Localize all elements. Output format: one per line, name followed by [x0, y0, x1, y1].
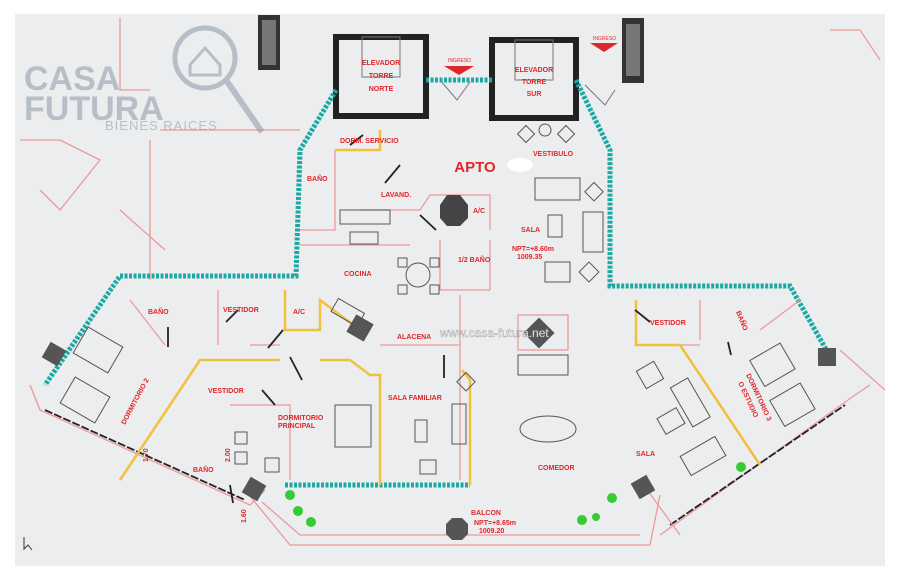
logo-tagline: BIENES RAICES — [105, 118, 218, 133]
house-icon — [188, 45, 222, 77]
label-medio-bano: 1/2 BAÑO — [458, 255, 491, 264]
label-bano-principal: BAÑO — [193, 465, 214, 474]
label-vestidor-dorm3: VESTIDOR — [650, 320, 686, 327]
label-npt-2: NPT=+8.65m — [474, 520, 516, 527]
label-vestidor-principal: VESTIDOR — [208, 388, 244, 395]
label-bano-dorm2: BAÑO — [148, 307, 169, 316]
label-sala-1: SALA — [521, 227, 540, 234]
arrow-down-icon — [590, 43, 618, 52]
exterior-walls — [42, 77, 835, 488]
label-elevador-sur-3: SUR — [527, 91, 542, 98]
label-dorm-servicio: DORM. SERVICIO — [340, 138, 399, 145]
logo-line1: CASA — [24, 60, 120, 98]
label-ac-2: A/C — [293, 309, 305, 316]
arrow-down-icon — [444, 66, 474, 75]
label-elevador-sur-2: TORRE — [522, 79, 547, 86]
label-alacena: ALACENA — [397, 334, 431, 341]
label-cocina: COCINA — [344, 271, 372, 278]
label-elevador-sur-1: ELEVADOR — [515, 67, 553, 74]
label-comedor: COMEDOR — [538, 465, 575, 472]
label-lavanderia: LAVAND. — [381, 192, 411, 199]
label-dim-1-70: 1.70 — [143, 448, 150, 462]
label-sala-familiar: SALA FAMILIAR — [388, 395, 442, 402]
elevator-norte: ELEVADOR TORRE NORTE — [333, 34, 429, 119]
magnifier-icon — [172, 25, 238, 91]
label-dormitorio-principal-1: DORMITORIO — [278, 415, 324, 422]
label-npt-1: NPT=+8.60m — [512, 246, 554, 253]
interior-walls — [129, 150, 801, 480]
label-ingreso-1: INGRESO — [448, 58, 471, 64]
label-elevador-norte-2: TORRE — [369, 73, 394, 80]
label-vestibulo: VESTIBULO — [533, 151, 574, 158]
cursor-icon — [23, 537, 33, 551]
label-dim-1-60: 1.60 — [241, 509, 248, 523]
exterior-lines — [20, 18, 886, 391]
label-ingreso-2: INGRESO — [593, 36, 616, 42]
facade — [29, 384, 871, 546]
watermark-url: www.casa-futura.net — [439, 326, 549, 340]
label-sala-2: SALA — [636, 451, 655, 458]
label-ac-1: A/C — [473, 208, 485, 215]
furniture — [59, 123, 816, 540]
yellow-partitions — [118, 130, 762, 485]
label-balcon: BALCON — [471, 510, 501, 517]
label-elevador-norte-1: ELEVADOR — [362, 60, 400, 67]
casa-futura-logo: CASA FUTURA BIENES RAICES — [24, 25, 265, 134]
door-swings — [167, 134, 732, 504]
label-dormitorio-principal-2: PRINCIPAL — [278, 423, 316, 430]
ingreso-marker-2: INGRESO — [590, 36, 618, 52]
logo-line2: FUTURA — [24, 90, 164, 128]
ingreso-marker-1: INGRESO — [444, 58, 474, 75]
label-elevation-1: 1009.35 — [517, 254, 542, 261]
stairs — [258, 15, 644, 83]
apartment-title: APTO — [454, 159, 496, 176]
label-dim-2-00: 2.00 — [225, 448, 232, 462]
label-elevador-norte-3: NORTE — [369, 86, 394, 93]
label-bano-servicio: BAÑO — [307, 174, 328, 183]
label-vestidor-dorm2: VESTIDOR — [223, 307, 259, 314]
label-elevation-2: 1009.20 — [479, 528, 504, 535]
